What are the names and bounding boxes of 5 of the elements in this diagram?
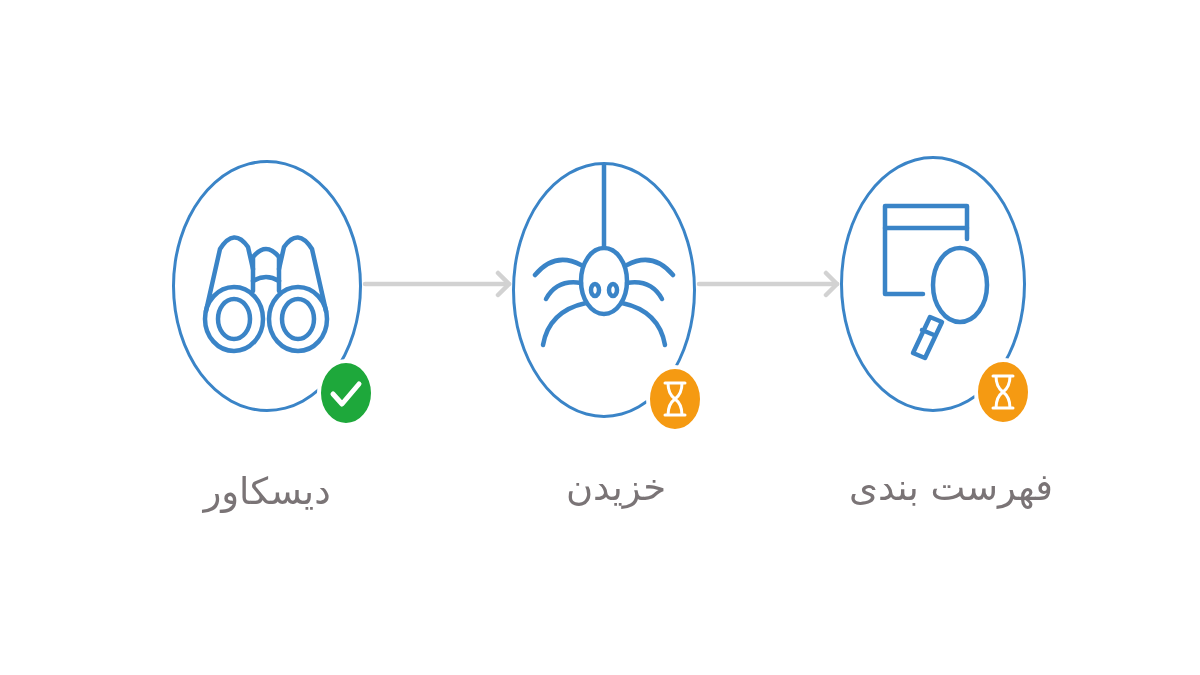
- step-label: فهرست بندی: [847, 465, 1055, 511]
- step-label: خزیدن: [564, 465, 668, 511]
- arrow: [696, 270, 840, 298]
- arrow: [362, 270, 512, 298]
- step-label: دیسکاور: [201, 469, 332, 515]
